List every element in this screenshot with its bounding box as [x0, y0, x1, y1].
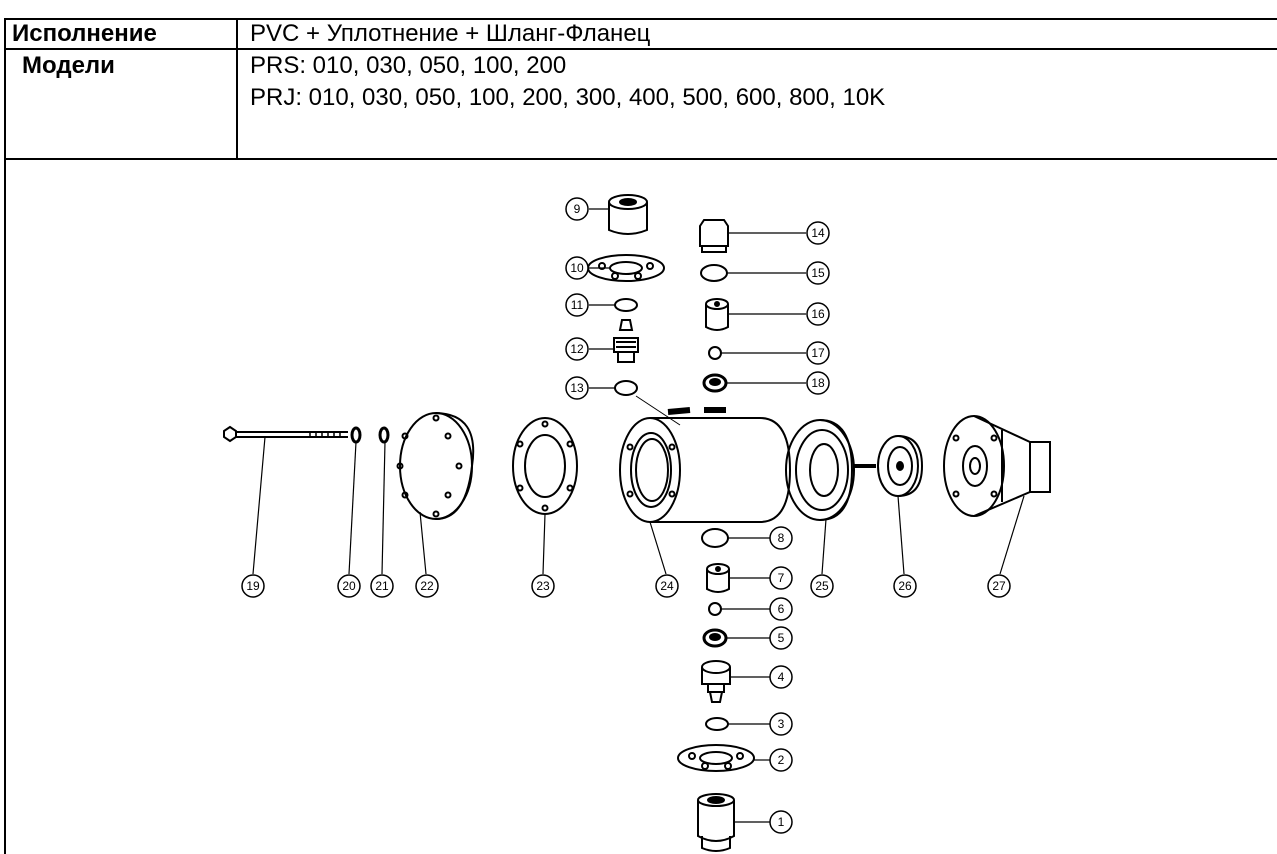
part-20-washer — [350, 426, 362, 444]
callout-15: 15 — [806, 261, 830, 285]
svg-text:25: 25 — [815, 579, 829, 593]
callout-23: 23 — [531, 574, 555, 598]
callout-12: 12 — [565, 337, 589, 361]
svg-text:27: 27 — [992, 579, 1006, 593]
svg-text:20: 20 — [342, 579, 356, 593]
svg-text:14: 14 — [811, 226, 825, 240]
row-value-models-prs: PRS: 010, 030, 050, 100, 200 — [250, 52, 567, 79]
part-16-cage — [705, 298, 729, 331]
part-18-seat — [702, 373, 728, 393]
svg-text:6: 6 — [778, 602, 785, 616]
svg-text:24: 24 — [660, 579, 674, 593]
callout-24: 24 — [655, 574, 679, 598]
row-value-models-prj: PRJ: 010, 030, 050, 100, 200, 300, 400, … — [250, 84, 886, 111]
part-14-plug — [699, 219, 729, 253]
callout-2: 2 — [769, 748, 793, 772]
callout-22: 22 — [415, 574, 439, 598]
part-17-ball — [708, 346, 722, 360]
svg-text:4: 4 — [778, 670, 785, 684]
svg-text:13: 13 — [570, 381, 584, 395]
part-11-ring — [614, 298, 638, 312]
svg-text:21: 21 — [375, 579, 389, 593]
part-24-main-body — [619, 407, 792, 523]
callout-9: 9 — [565, 197, 589, 221]
part-23-gasket — [512, 417, 578, 515]
part-4-valve-insert — [701, 660, 731, 703]
callout-5: 5 — [769, 626, 793, 650]
callout-18: 18 — [806, 371, 830, 395]
callout-7: 7 — [769, 566, 793, 590]
table-column-divider — [236, 18, 238, 159]
callout-26: 26 — [893, 574, 917, 598]
svg-text:26: 26 — [898, 579, 912, 593]
callout-14: 14 — [806, 221, 830, 245]
svg-text:11: 11 — [571, 298, 584, 312]
svg-text:9: 9 — [574, 202, 581, 216]
svg-text:18: 18 — [811, 376, 825, 390]
part-3-ring — [705, 717, 729, 731]
part-22-end-cap — [396, 412, 475, 520]
table-border-left — [4, 18, 6, 854]
callout-13: 13 — [565, 376, 589, 400]
part-8-ring — [701, 528, 729, 548]
svg-text:17: 17 — [811, 346, 825, 360]
row-value-execution: PVC + Уплотнение + Шланг-Фланец — [250, 20, 651, 47]
table-row-divider — [4, 48, 1277, 50]
callout-8: 8 — [769, 526, 793, 550]
svg-text:8: 8 — [778, 531, 785, 545]
svg-text:7: 7 — [778, 571, 785, 585]
svg-text:23: 23 — [536, 579, 550, 593]
svg-text:3: 3 — [778, 717, 785, 731]
callout-17: 17 — [806, 341, 830, 365]
callout-6: 6 — [769, 597, 793, 621]
part-27-air-chamber — [943, 415, 1051, 517]
table-row-divider — [4, 158, 1277, 160]
callout-19: 19 — [241, 574, 265, 598]
row-label-execution: Исполнение — [12, 20, 157, 47]
part-13-ring — [614, 380, 638, 396]
svg-text:22: 22 — [420, 579, 434, 593]
svg-text:1: 1 — [778, 815, 785, 829]
part-2-flange — [677, 744, 755, 772]
part-9-top-fitting — [608, 194, 648, 235]
part-6-ball — [708, 602, 722, 616]
part-25-diaphragm — [785, 419, 876, 521]
svg-text:2: 2 — [778, 753, 785, 767]
callout-20: 20 — [337, 574, 361, 598]
svg-text:15: 15 — [811, 266, 825, 280]
part-12-valve-insert — [613, 319, 639, 363]
callout-25: 25 — [810, 574, 834, 598]
callout-1: 1 — [769, 810, 793, 834]
part-21-nut — [378, 426, 390, 444]
svg-text:19: 19 — [246, 579, 260, 593]
callout-3: 3 — [769, 712, 793, 736]
svg-text:16: 16 — [811, 307, 825, 321]
part-19-tie-rod — [223, 425, 348, 443]
svg-text:5: 5 — [778, 631, 785, 645]
callout-16: 16 — [806, 302, 830, 326]
table-border-top — [4, 18, 1277, 20]
callout-27: 27 — [987, 574, 1011, 598]
callout-4: 4 — [769, 665, 793, 689]
part-1-bottom-fitting — [697, 793, 735, 852]
part-26-plate — [877, 435, 924, 497]
part-7-cage — [706, 563, 730, 593]
svg-text:10: 10 — [570, 261, 584, 275]
callout-11: 11 — [565, 293, 589, 317]
part-5-seat — [702, 628, 728, 648]
svg-text:12: 12 — [570, 342, 584, 356]
callout-10: 10 — [565, 256, 589, 280]
part-15-ring — [700, 264, 728, 282]
callout-21: 21 — [370, 574, 394, 598]
row-label-models: Модели — [22, 52, 115, 79]
